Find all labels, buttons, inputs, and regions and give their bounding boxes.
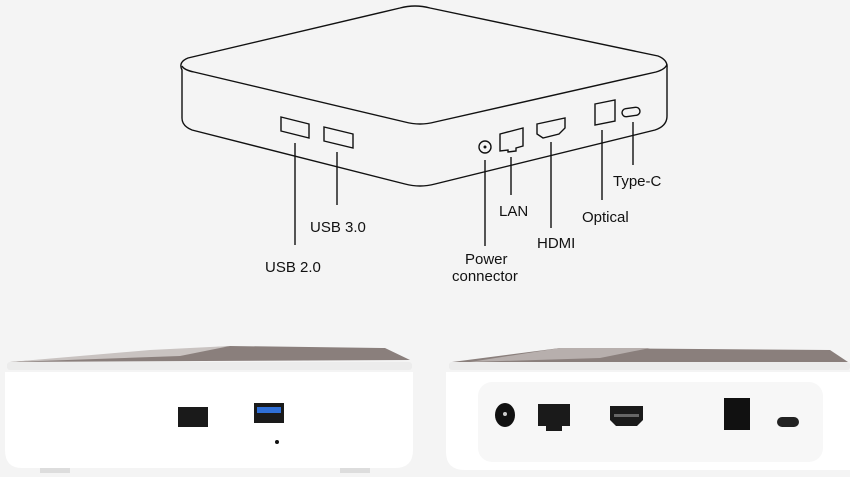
lan-port-drawing (499, 127, 524, 153)
label-hdmi: HDMI (537, 235, 575, 252)
device-front-photo (5, 346, 413, 473)
hdmi-port-drawing (536, 117, 566, 139)
label-typec: Type-C (613, 173, 662, 190)
typec-port-photo (777, 417, 799, 427)
power-port-drawing (478, 140, 492, 154)
label-power-line2: connector (452, 268, 518, 285)
status-led (275, 440, 279, 444)
device-line-drawing (180, 5, 668, 246)
label-lan: LAN (499, 203, 528, 220)
label-usb3: USB 3.0 (310, 219, 366, 236)
typec-port-drawing (621, 106, 641, 118)
lan-port-photo (538, 404, 570, 431)
optical-port-photo (724, 398, 750, 430)
optical-port-drawing (594, 99, 616, 126)
label-optical: Optical (582, 209, 629, 226)
usb2-port-drawing (280, 116, 310, 139)
label-usb2: USB 2.0 (265, 259, 321, 276)
label-power-line1: Power (465, 251, 508, 268)
device-rear-photo (446, 348, 850, 470)
usb2-port-photo (178, 407, 208, 427)
usb3-port-drawing (323, 126, 354, 149)
